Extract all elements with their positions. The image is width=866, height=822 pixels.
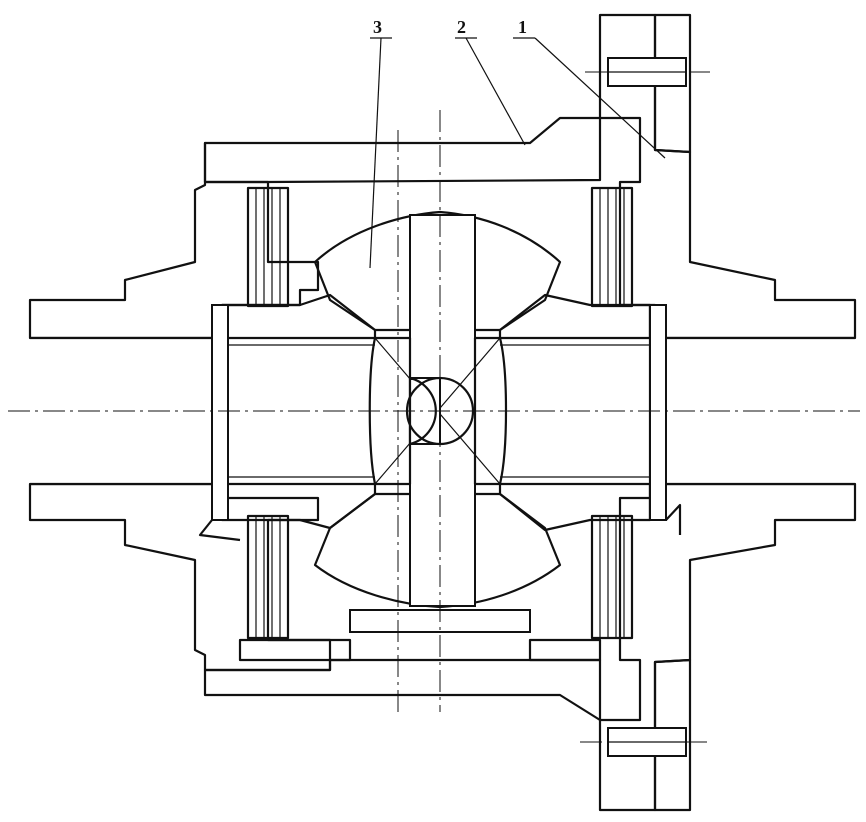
callout-2: 2 [455, 17, 526, 146]
flange-bolt-bottom [580, 727, 710, 757]
clutch-pack-upper-left [246, 186, 290, 308]
callout-3: 3 [369, 17, 392, 269]
clutch-pack-upper-right [590, 186, 634, 308]
callout-1: 1 [513, 17, 666, 159]
center-lines [8, 110, 860, 712]
callout-2-label: 2 [457, 17, 466, 37]
callout-1-label: 1 [518, 17, 527, 37]
thrust-ring-bottom [238, 609, 602, 662]
callout-3-label: 3 [373, 17, 382, 37]
clutch-pack-lower-right [590, 514, 634, 640]
clutch-pack-lower-left [246, 514, 290, 640]
flange-bolt-top [585, 57, 710, 87]
